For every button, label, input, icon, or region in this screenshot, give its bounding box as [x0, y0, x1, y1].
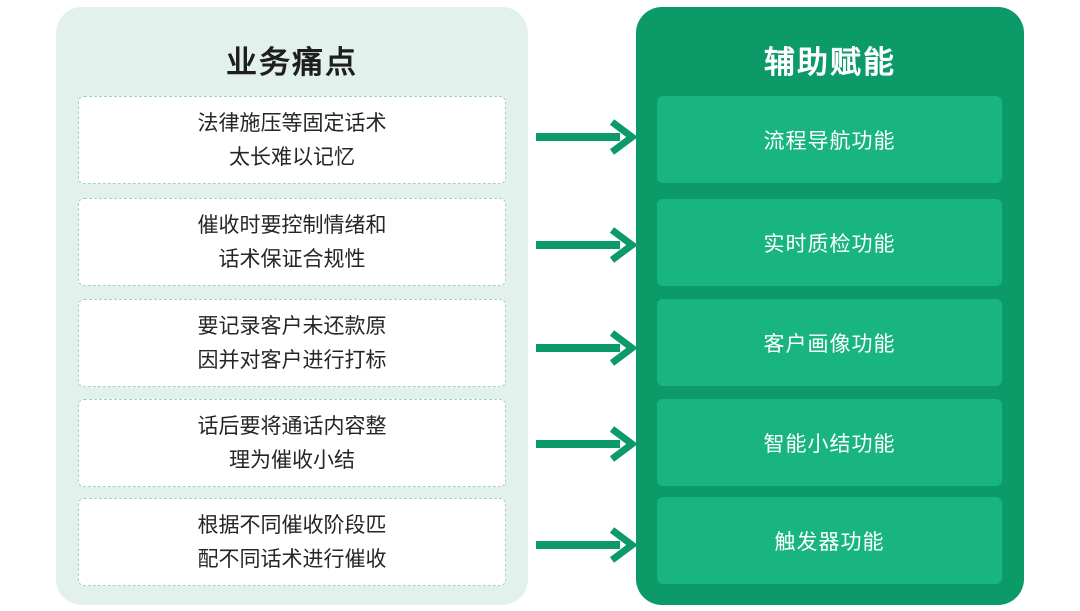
pain-point-line: 理为催收小结	[229, 448, 355, 472]
arrow-right-icon	[536, 527, 638, 563]
feature-card-customer-profile: 客户画像功能	[657, 299, 1002, 386]
pain-point-line: 太长难以记忆	[229, 145, 355, 169]
pain-points-panel: 业务痛点 法律施压等固定话术 太长难以记忆 催收时要控制情绪和 话术保证合规性 …	[56, 7, 528, 605]
features-panel: 辅助赋能 流程导航功能 实时质检功能 客户画像功能 智能小结功能 触发器功能	[636, 7, 1024, 605]
features-title: 辅助赋能	[764, 45, 896, 81]
pain-point-card-1: 法律施压等固定话术 太长难以记忆	[78, 96, 506, 184]
feature-card-process-navigation: 流程导航功能	[657, 96, 1002, 183]
arrow-right-icon	[536, 119, 638, 155]
pain-point-line: 话后要将通话内容整	[197, 414, 387, 438]
pain-point-card-5: 根据不同催收阶段匹 配不同话术进行催收	[78, 498, 506, 586]
pain-point-card-3: 要记录客户未还款原 因并对客户进行打标	[78, 299, 506, 387]
pain-points-title: 业务痛点	[226, 45, 358, 81]
pain-point-line: 根据不同催收阶段匹	[197, 513, 387, 537]
pain-point-line: 法律施压等固定话术	[197, 111, 387, 135]
feature-card-smart-summary: 智能小结功能	[657, 399, 1002, 486]
pain-point-line: 催收时要控制情绪和	[197, 213, 387, 237]
pain-point-card-4: 话后要将通话内容整 理为催收小结	[78, 399, 506, 487]
pain-point-line: 要记录客户未还款原	[197, 314, 387, 338]
arrow-right-icon	[536, 426, 638, 462]
pain-point-line: 配不同话术进行催收	[197, 547, 387, 571]
pain-point-line: 话术保证合规性	[218, 247, 366, 271]
pain-point-card-2: 催收时要控制情绪和 话术保证合规性	[78, 198, 506, 286]
arrow-right-icon	[536, 330, 638, 366]
pain-point-line: 因并对客户进行打标	[197, 348, 387, 372]
feature-card-realtime-qa: 实时质检功能	[657, 199, 1002, 286]
arrow-right-icon	[536, 227, 638, 263]
feature-card-trigger: 触发器功能	[657, 497, 1002, 584]
